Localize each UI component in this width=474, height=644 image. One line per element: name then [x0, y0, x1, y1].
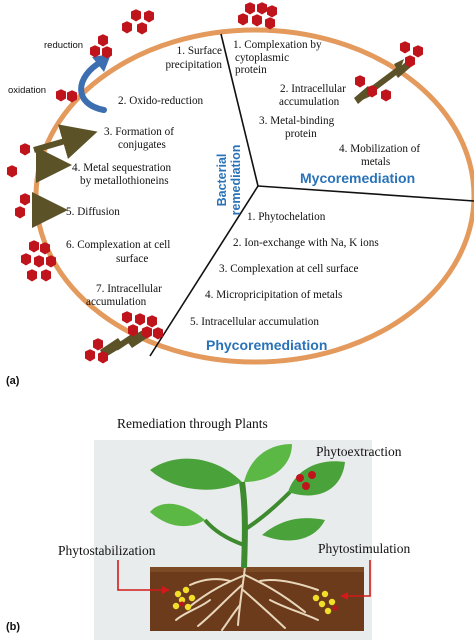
bac-item-4-line2: by metallothioneins: [80, 175, 169, 187]
oxidation-label: oxidation: [8, 85, 46, 96]
divider-bottom: [149, 185, 259, 357]
soil: [150, 567, 364, 631]
leaf-top-left: [150, 458, 242, 490]
phyco-title: Phycoremediation: [206, 337, 327, 353]
panel-b: Remediation through Plants: [6, 416, 411, 640]
phytostabilization-label: Phytostabilization: [58, 543, 156, 558]
phytoextraction-label: Phytoextraction: [316, 444, 402, 459]
myco-title: Mycoremediation: [300, 170, 415, 186]
divider-top: [220, 33, 259, 187]
myco-item-4-line2: metals: [361, 156, 390, 168]
metal-cluster-oxidation: [56, 89, 77, 103]
bac-item-7-line2: accumulation: [86, 296, 147, 308]
leaf-lower-right: [262, 518, 325, 541]
bac-item-4-line1: 4. Metal sequestration: [72, 162, 172, 174]
divider-right: [257, 185, 474, 202]
bac-item-1-line1: 1. Surface: [177, 45, 222, 57]
bacterial-title-line1: Bacterial: [215, 154, 229, 207]
bac-item-5: 5. Diffusion: [66, 206, 120, 218]
leaf-mid-left: [150, 503, 205, 527]
phyco-item-3: 3. Complexation at cell surface: [219, 263, 359, 275]
bac-item-1-line2: precipitation: [165, 59, 222, 71]
myco-items: 1. Complexation by cytoplasmic protein 2…: [233, 39, 420, 186]
leaf-metals: [296, 471, 316, 490]
myco-item-2-line2: accumulation: [279, 96, 340, 108]
bac-item-3-line1: 3. Formation of: [104, 126, 174, 138]
leaf-top-right: [244, 444, 292, 482]
influx-arrows: [32, 124, 98, 228]
soil-metals: [172, 586, 336, 615]
myco-item-1-line1: 1. Complexation by: [233, 39, 322, 51]
bacterial-items: 1. Surface precipitation 2. Oxido-reduct…: [66, 45, 222, 308]
phyco-item-5: 5. Intracellular accumulation: [190, 316, 319, 328]
roots: [175, 566, 319, 631]
panel-b-title: Remediation through Plants: [117, 416, 268, 431]
phyco-item-4: 4. Micropricipitation of metals: [205, 289, 342, 301]
myco-item-3-line2: protein: [285, 128, 317, 140]
myco-item-1-line2: cytoplasmic: [235, 52, 289, 64]
bac-item-7-line1: 7. Intracellular: [96, 283, 162, 295]
myco-item-1-line3: protein: [235, 64, 267, 76]
redox-arrow: [78, 54, 111, 113]
panel-a-label: (a): [6, 375, 20, 387]
bac-item-2: 2. Oxido-reduction: [118, 95, 204, 107]
phytostabilization-arrow: [117, 560, 170, 594]
phyco-item-2: 2. Ion-exchange with Na, K ions: [233, 237, 379, 249]
phyco-items: 1. Phytochelation 2. Ion-exchange with N…: [190, 211, 379, 353]
myco-item-4-line1: 4. Mobilization of: [339, 143, 420, 155]
bacterial-title-line2: remediation: [229, 145, 243, 216]
plant-stem: [239, 481, 248, 569]
myco-item-3-line1: 3. Metal-binding: [259, 115, 335, 127]
panel-b-label: (b): [6, 621, 20, 633]
reduction-label: reduction: [44, 40, 83, 51]
panel-a: Bacterial remediation 1. Surface precipi…: [6, 2, 474, 387]
phyco-item-1: 1. Phytochelation: [247, 211, 326, 223]
metal-cluster-reduction: [90, 34, 112, 59]
bac-item-3-line2: conjugates: [118, 139, 166, 151]
bac-item-6-line1: 6. Complexation at cell: [66, 239, 170, 251]
phytostimulation-arrow: [340, 560, 371, 600]
bac-item-6-line2: surface: [116, 253, 148, 265]
bacterial-title: Bacterial remediation: [215, 145, 243, 216]
myco-item-2-line1: 2. Intracellular: [280, 83, 346, 95]
phytostimulation-label: Phytostimulation: [318, 541, 411, 556]
